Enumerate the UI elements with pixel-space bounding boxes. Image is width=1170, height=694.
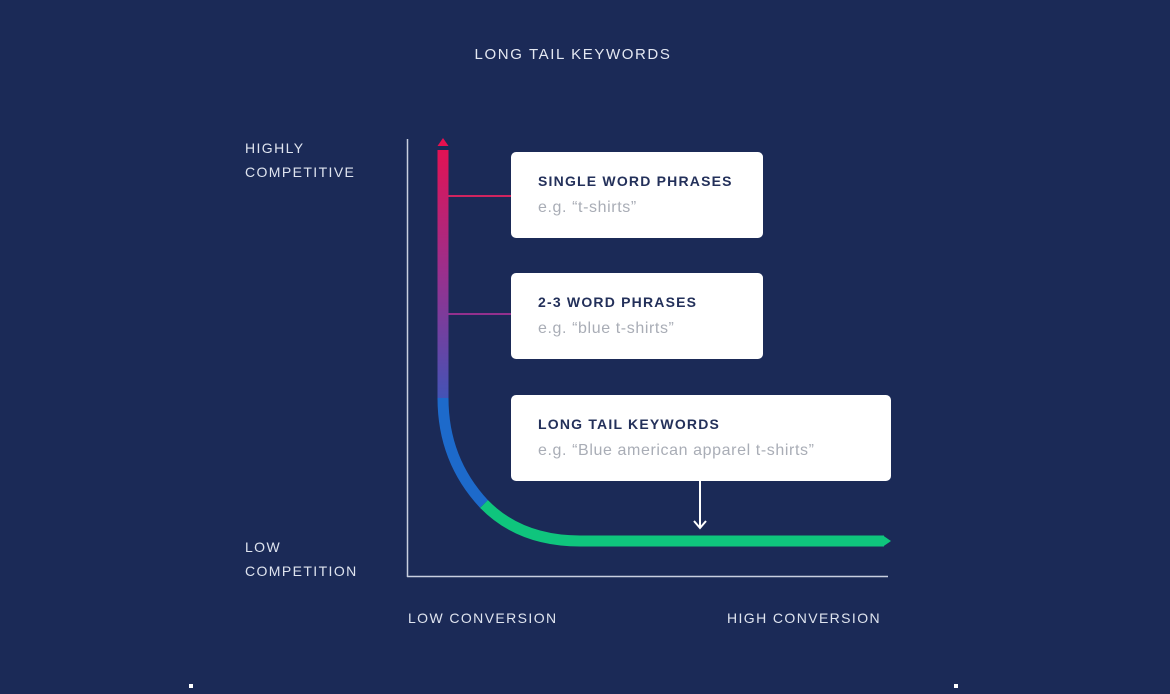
card-2-3-word-phrases: 2-3 WORD PHRASES e.g. “blue t-shirts” <box>511 273 763 359</box>
corner-mark-left <box>189 684 193 688</box>
x-axis-right-label: HIGH CONVERSION <box>727 610 882 626</box>
y-axis-bottom-label-line2: COMPETITION <box>245 563 358 579</box>
card-heading: LONG TAIL KEYWORDS <box>538 416 721 432</box>
x-axis-left-label: LOW CONVERSION <box>408 610 558 626</box>
pointer-arrow-icon <box>693 520 707 530</box>
card-single-word-phrases: SINGLE WORD PHRASES e.g. “t-shirts” <box>511 152 763 238</box>
y-axis-bottom-label-line1: LOW <box>245 539 282 555</box>
card-example: e.g. “t-shirts” <box>538 199 637 216</box>
card-long-tail-keywords: LONG TAIL KEYWORDS e.g. “Blue american a… <box>511 395 891 481</box>
curve-top-arrowhead <box>437 138 449 146</box>
curve-blue-bend <box>437 397 489 508</box>
card-example: e.g. “Blue american apparel t-shirts” <box>538 442 815 459</box>
y-axis-top-label-line1: HIGHLY <box>245 140 305 156</box>
y-axis-bottom-label: LOW COMPETITION <box>245 535 358 583</box>
card-heading: SINGLE WORD PHRASES <box>538 173 733 189</box>
y-axis-top-label: HIGHLY COMPETITIVE <box>245 136 355 184</box>
card-heading: 2-3 WORD PHRASES <box>538 294 698 310</box>
y-axis-top-label-line2: COMPETITIVE <box>245 164 356 180</box>
curve-green-tail <box>480 500 884 547</box>
curve-right-arrowhead <box>883 535 891 547</box>
card-example: e.g. “blue t-shirts” <box>538 320 675 337</box>
diagram-title: LONG TAIL KEYWORDS <box>474 46 672 63</box>
corner-mark-right <box>954 684 958 688</box>
